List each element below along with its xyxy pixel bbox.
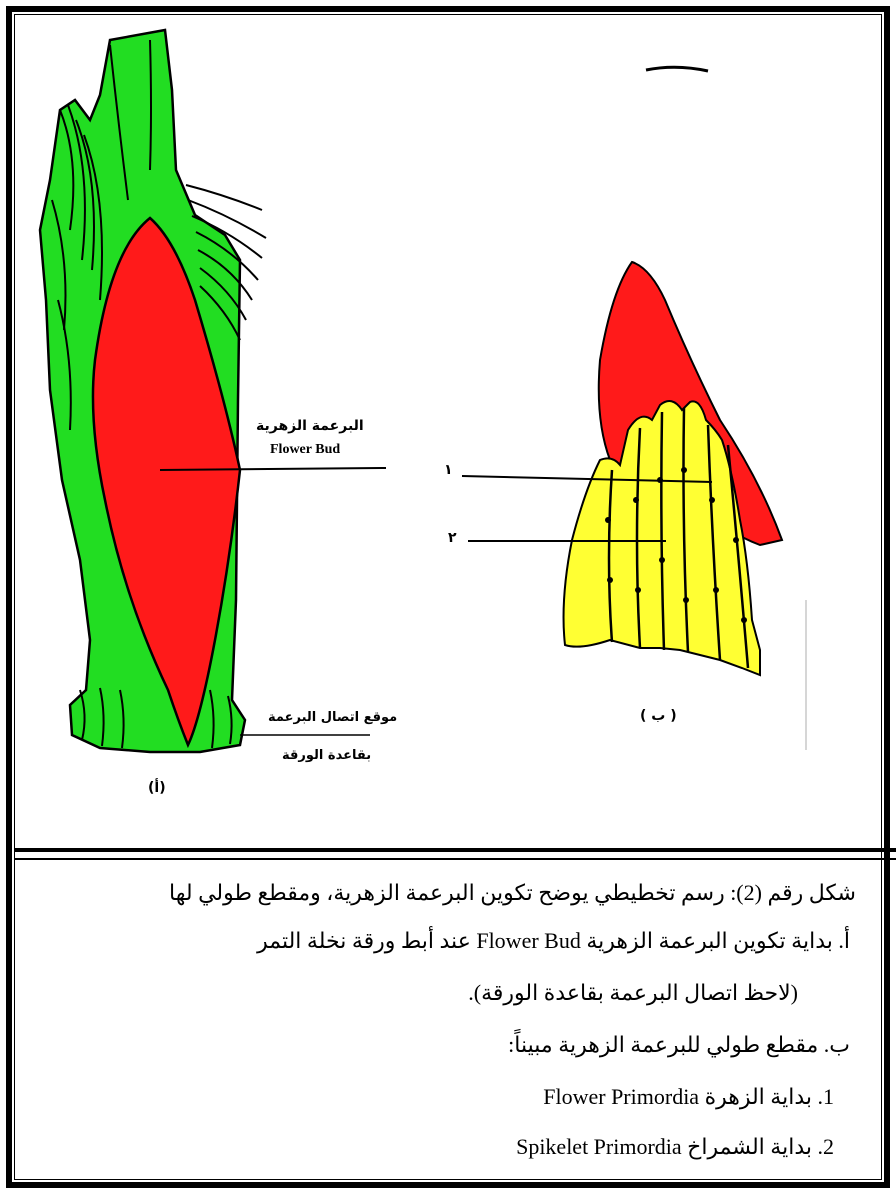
- flower-bud-diagram: [0, 0, 896, 848]
- flower-bud-label-ar: البرعمة الزهرية: [256, 418, 364, 434]
- attachment-label-line2: بقاعدة الورقة: [282, 748, 371, 763]
- caption-item-a: أ. بداية تكوين البرعمة الزهرية Flower Bu…: [257, 928, 850, 954]
- pointer-2-label: ٢: [448, 530, 457, 546]
- pointer-1-label: ١: [444, 462, 453, 478]
- attachment-label-line1: موقع اتصال البرعمة: [268, 710, 397, 725]
- longitudinal-section-drawing: [564, 262, 782, 675]
- figure-b-label: ( ب ): [640, 708, 677, 724]
- caption-item-2: 2. بداية الشمراخ Spikelet Primordia: [516, 1134, 834, 1160]
- caption-item-a-cont: (لاحظ اتصال البرعمة بقاعدة الورقة).: [468, 980, 798, 1006]
- caption-item-b: ب. مقطع طولي للبرعمة الزهرية مبيناً:: [508, 1032, 850, 1058]
- figure-a-label: (أ): [148, 780, 166, 796]
- section-divider: [14, 848, 896, 860]
- leaf-base-drawing: [40, 30, 266, 752]
- pen-mark: [646, 67, 708, 71]
- flower-bud-label-en: Flower Bud: [270, 442, 340, 458]
- caption-item-1: 1. بداية الزهرة Flower Primordia: [543, 1084, 834, 1110]
- caption-title: شكل رقم (2): رسم تخطيطي يوضح تكوين البرع…: [169, 880, 856, 906]
